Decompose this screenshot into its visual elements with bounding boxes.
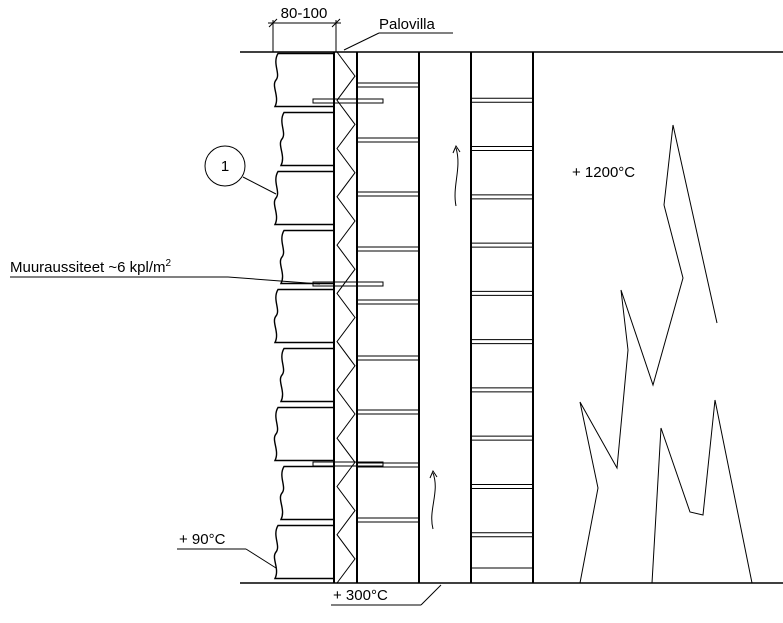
fire-temperature-label: + 1200°C xyxy=(572,164,635,181)
wall-tie xyxy=(312,461,384,467)
outer-brick-leaf xyxy=(273,52,334,580)
wall-ties-label: Muuraussiteet ~6 kpl/m2 xyxy=(10,258,172,276)
flame-icon xyxy=(579,124,753,584)
air-flow-arrow-icon xyxy=(429,469,438,530)
outer-brick xyxy=(279,465,334,521)
outer-brick xyxy=(279,229,334,285)
fire-brick-lining xyxy=(470,52,534,583)
callout-number: 1 xyxy=(221,158,229,175)
outer-brick xyxy=(273,524,334,580)
inner-brick-leaf xyxy=(357,52,420,583)
wall-tie xyxy=(312,98,384,104)
air-gap-temperature-label: + 300°C xyxy=(333,587,388,604)
wall-tie xyxy=(312,281,384,287)
dimension-label: 80-100 xyxy=(281,5,328,22)
wall-ties-callout: Muuraussiteet ~6 kpl/m2 xyxy=(10,258,321,285)
air-gap-temperature-callout: + 300°C xyxy=(331,584,442,606)
outer-brick xyxy=(279,111,334,167)
outer-brick xyxy=(273,170,334,226)
outer-brick xyxy=(273,288,334,344)
dimension-80-100: 80-100 xyxy=(268,5,341,52)
palovilla-label: Palovilla xyxy=(379,16,436,33)
air-flow-arrow-icon xyxy=(452,144,461,207)
outer-temperature-callout: + 90°C xyxy=(177,531,277,569)
outer-brick xyxy=(273,52,334,108)
fire-wool-insulation xyxy=(336,51,358,584)
outer-brick xyxy=(279,347,334,403)
outer-temperature-label: + 90°C xyxy=(179,531,226,548)
outer-brick xyxy=(273,406,334,462)
palovilla-callout: Palovilla xyxy=(343,16,453,51)
callout-1: 1 xyxy=(204,145,277,195)
